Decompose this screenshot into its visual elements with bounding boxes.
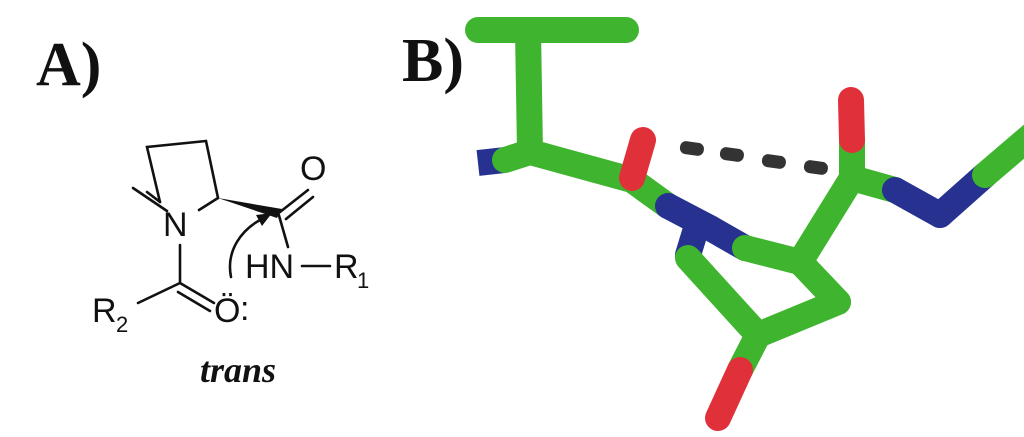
panel-a-structure: N O HN R 1 R 2 Ö : trans <box>92 139 369 390</box>
atom-r2: R <box>92 292 117 330</box>
lone-pair-colon: : <box>240 290 249 328</box>
ring-bonds <box>145 139 220 204</box>
atom-r1: R <box>334 248 359 286</box>
atom-o: O <box>300 150 326 188</box>
atom-hn: HN <box>245 248 294 286</box>
panel-b-label: B) <box>402 27 464 95</box>
atom-r1-sub: 1 <box>357 268 369 293</box>
atom-o-lone-pair: Ö <box>214 292 240 330</box>
atom-n: N <box>163 206 188 244</box>
arrowhead-icon <box>256 213 272 226</box>
caption-trans: trans <box>200 350 276 390</box>
atom-r2-sub: 2 <box>116 312 128 337</box>
hydrogen-bond-dashes <box>679 141 828 175</box>
wedge-bond <box>218 198 282 218</box>
panel-a-label: A) <box>36 31 102 99</box>
